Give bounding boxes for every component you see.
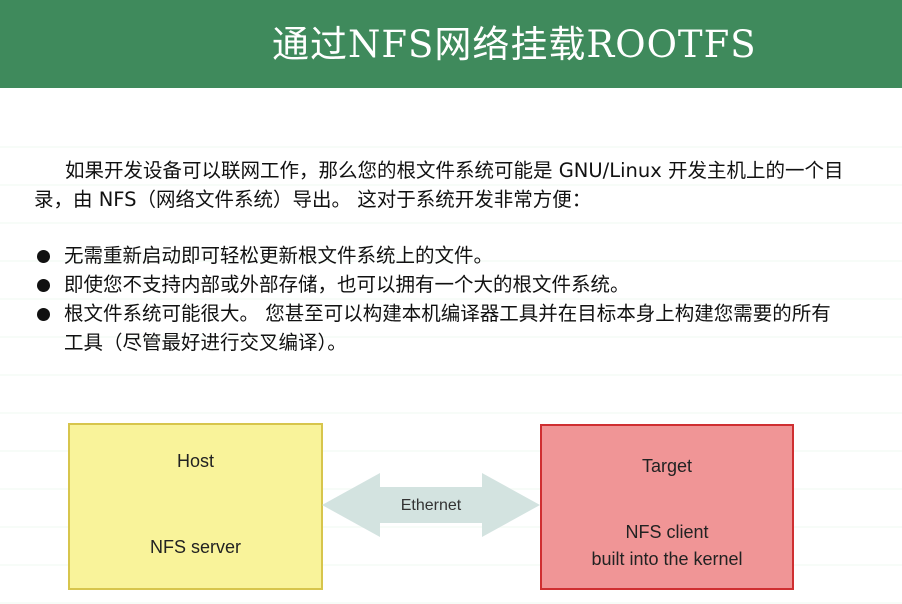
double-arrow-shape	[322, 473, 540, 537]
host-role: NFS server	[149, 537, 241, 557]
bullet-dot-icon	[37, 250, 50, 263]
ethernet-arrow-icon	[322, 473, 540, 537]
ethernet-label: Ethernet	[400, 497, 462, 514]
slide-title: 通过NFS网络挂载ROOTFS	[272, 23, 757, 66]
intro-paragraph: 如果开发设备可以联网工作，那么您的根文件系统可能是 GNU/Linux 开发主机…	[34, 159, 844, 211]
bullet-text: 无需重新启动即可轻松更新根文件系统上的文件。	[64, 244, 494, 267]
target-kernel-line: built into the kernel	[591, 549, 743, 569]
target-client-line: NFS client	[625, 522, 709, 542]
list-item: 即使您不支持内部或外部存储，也可以拥有一个大的根文件系统。	[34, 270, 846, 299]
target-title: Target	[641, 456, 693, 476]
list-item: 无需重新启动即可轻松更新根文件系统上的文件。	[34, 241, 846, 270]
bullet-list: 无需重新启动即可轻松更新根文件系统上的文件。 即使您不支持内部或外部存储，也可以…	[34, 241, 846, 357]
host-title: Host	[176, 451, 214, 471]
bullet-text: 即使您不支持内部或外部存储，也可以拥有一个大的根文件系统。	[64, 273, 630, 296]
title-bar: 通过NFS网络挂载ROOTFS	[0, 0, 902, 88]
host-box: Host NFS server	[68, 423, 323, 590]
target-box: Target NFS client built into the kernel	[540, 424, 794, 590]
bullet-text: 根文件系统可能很大。 您甚至可以构建本机编译器工具并在目标本身上构建您需要的所有…	[64, 302, 831, 354]
bullet-dot-icon	[37, 308, 50, 321]
list-item: 根文件系统可能很大。 您甚至可以构建本机编译器工具并在目标本身上构建您需要的所有…	[34, 299, 846, 357]
bullet-dot-icon	[37, 279, 50, 292]
